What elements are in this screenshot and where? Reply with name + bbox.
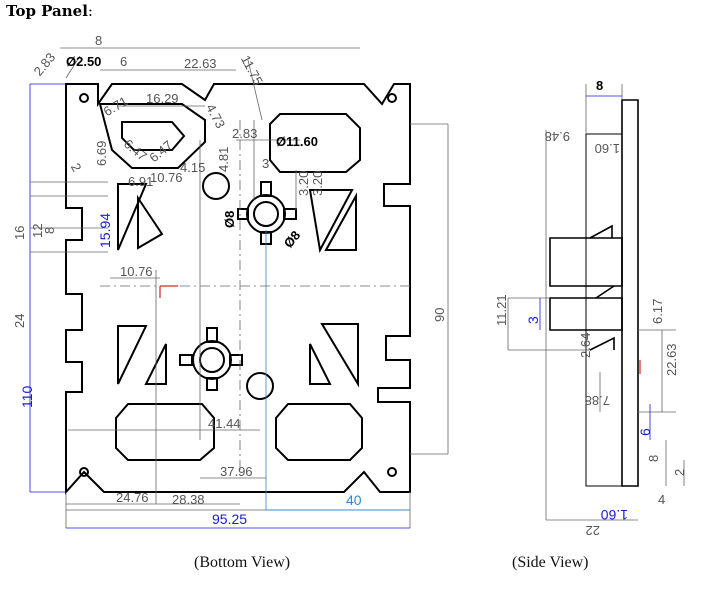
origin-marker <box>159 285 178 298</box>
dim-10-76: 10.76 <box>150 170 183 185</box>
dim-2-83: 2.83 <box>31 50 59 79</box>
side-dim-1-60-b: 1.60 <box>601 507 628 523</box>
triangle-left-low <box>117 325 148 385</box>
side-dimension-lines <box>507 84 685 521</box>
bottom-dimension-text: 2.83 8 Ø2.50 6 22.63 11.75 16.29 6.71 4.… <box>12 33 447 527</box>
side-plate <box>621 99 639 487</box>
side-dim-7-88: 7.88 <box>585 393 610 408</box>
hole-upper <box>202 172 230 200</box>
dim-22-63: 22.63 <box>184 56 217 71</box>
section-heading: Top Panel: <box>6 2 93 20</box>
side-wedge-1 <box>589 224 613 239</box>
triangle-left-top <box>117 183 148 251</box>
dim-ring-8-b: Ø8 <box>281 228 304 251</box>
dim-110: 110 <box>19 385 35 408</box>
triangle-right-low <box>320 323 359 388</box>
boss-lower <box>179 327 243 391</box>
side-dim-4: 4 <box>658 492 665 507</box>
dim-3-20: 3.20 <box>296 171 311 196</box>
side-wedge-2 <box>595 285 615 299</box>
side-dim-22-63: 22.63 <box>664 343 679 376</box>
side-dimension-text: 8 9.48 1.60 11.21 3 6.17 2.64 22.63 7.88… <box>494 78 687 538</box>
side-dim-9-48: 9.48 <box>545 129 570 144</box>
pocket-hexagon <box>121 121 186 151</box>
dim-41-44: 41.44 <box>208 416 241 431</box>
side-boss-lower <box>549 297 623 331</box>
dim-12: 12 <box>30 224 45 238</box>
side-view <box>549 99 639 487</box>
dim-6-47-b: 6.47 <box>146 137 175 165</box>
pocket-top-right <box>269 113 361 173</box>
caption-bottom-view: (Bottom View) <box>194 554 291 571</box>
dim-11-75: 11.75 <box>238 53 266 88</box>
dim-2: 2 <box>68 161 85 175</box>
triangle-right-top <box>308 189 354 254</box>
dim-4-15: 4.15 <box>180 160 205 175</box>
heading-colon: : <box>87 2 93 20</box>
side-dim-8-b: 8 <box>646 455 661 462</box>
dim-2-83-b: 2.83 <box>232 126 257 141</box>
side-boss-upper <box>549 237 623 287</box>
dim-90: 90 <box>432 308 447 322</box>
heading-title: Top Panel <box>6 2 88 20</box>
dim-10-76-b: 10.76 <box>120 264 153 279</box>
panel-outline <box>65 83 411 495</box>
dim-24: 24 <box>12 314 27 328</box>
dim-24-76: 24.76 <box>116 490 149 505</box>
hole-lower <box>246 372 274 400</box>
dim-2-50: Ø2.50 <box>66 54 101 69</box>
side-dim-8: 8 <box>596 78 603 93</box>
corner-hole-tr <box>387 93 397 103</box>
triangle-left-mid <box>137 194 164 250</box>
corner-hole-tl <box>79 93 89 103</box>
dim-11-60: Ø11.60 <box>276 134 318 149</box>
dim-6-71: 6.71 <box>101 93 130 119</box>
corner-hole-br <box>387 467 397 477</box>
caption-side-view: (Side View) <box>512 554 589 571</box>
side-dim-3: 3 <box>525 316 541 324</box>
dim-37-96: 37.96 <box>220 464 253 479</box>
dim-4-73: 4.73 <box>203 101 228 130</box>
pocket-top-left <box>98 103 206 169</box>
side-dim-6: 6 <box>637 428 653 436</box>
side-dim-6-17: 6.17 <box>650 299 665 324</box>
dim-15-94: 15.94 <box>97 213 113 248</box>
side-body <box>585 133 623 487</box>
dim-16: 16 <box>12 226 27 240</box>
dim-3-20-b: 3.20 <box>310 171 325 196</box>
pocket-bottom-right <box>275 403 363 461</box>
side-dim-22: 22 <box>586 523 600 538</box>
triangle-right-low2 <box>309 343 332 385</box>
triangle-right-side <box>324 192 357 251</box>
dim-3: 3 <box>262 156 269 171</box>
side-dim-11-21: 11.21 <box>494 294 509 326</box>
side-dim-1-60: 1.60 <box>595 141 620 156</box>
pocket-bottom-left <box>115 403 215 461</box>
dim-8-left: 8 <box>42 227 57 234</box>
side-wedge-3 <box>589 336 615 351</box>
dim-16-29: 16.29 <box>146 91 179 106</box>
dim-4-81: 4.81 <box>216 147 231 172</box>
corner-hole-bl <box>79 467 89 477</box>
bottom-dimension-lines <box>29 47 449 529</box>
dim-6-91: 6.91 <box>128 174 153 189</box>
dim-8-top: 8 <box>95 33 102 48</box>
side-dim-2: 2 <box>672 469 687 476</box>
dim-6: 6 <box>120 54 127 69</box>
dim-40: 40 <box>346 492 362 508</box>
dim-ring-8: Ø8 <box>222 211 237 228</box>
dim-28-38: 28.38 <box>172 492 205 507</box>
side-dim-2-64: 2.64 <box>578 333 593 358</box>
dim-95-25: 95.25 <box>212 511 247 527</box>
dim-6-69: 6.69 <box>94 141 109 166</box>
